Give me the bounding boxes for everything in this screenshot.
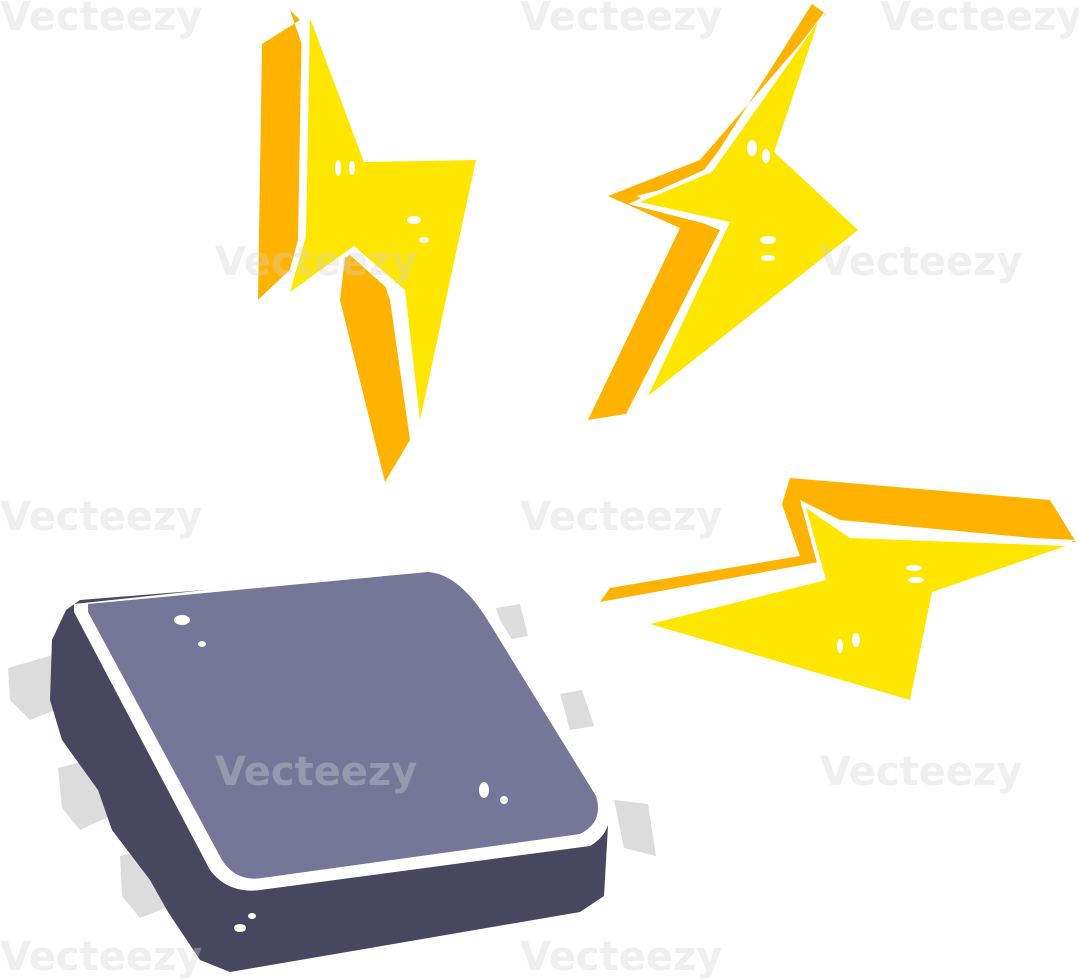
- bolt-2-shadow: [588, 4, 826, 420]
- watermark-text: Vecteezy: [215, 749, 417, 795]
- watermark-text: Vecteezy: [820, 749, 1022, 795]
- watermark-text: Vecteezy: [215, 239, 417, 285]
- bolt-2-face: [640, 22, 858, 396]
- bolt-3-shadow: [600, 478, 1076, 602]
- watermark-text: Vecteezy: [520, 0, 722, 40]
- bolt-2-highlights: [747, 140, 776, 261]
- microchip: [50, 566, 610, 972]
- chip-top: [88, 572, 598, 879]
- watermark-text: Vecteezy: [0, 934, 202, 980]
- watermark-text: Vecteezy: [0, 494, 202, 540]
- lightning-bolt-1: [258, 10, 482, 482]
- chip-pin-right-2: [560, 690, 594, 730]
- bolt-3-highlights: [837, 565, 924, 653]
- bolt-1-face: [290, 18, 476, 420]
- chip-highlights: [174, 615, 508, 932]
- chip-pin-right-3: [614, 800, 656, 856]
- watermark-text: Vecteezy: [880, 0, 1079, 40]
- lightning-bolt-3: [600, 478, 1076, 710]
- watermark-text: Vecteezy: [520, 494, 722, 540]
- watermark-text: Vecteezy: [0, 0, 202, 40]
- lightning-bolt-2: [588, 4, 866, 420]
- watermark-text: Vecteezy: [820, 239, 1022, 285]
- watermark-text: Vecteezy: [520, 934, 722, 980]
- bolt-1-highlights: [335, 160, 429, 243]
- bolt-3-face: [650, 508, 1066, 700]
